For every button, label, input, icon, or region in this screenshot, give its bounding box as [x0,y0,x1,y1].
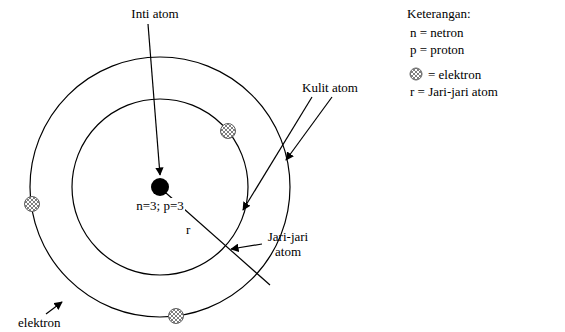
electron-symbol [221,124,236,139]
part-label: Kulit atom [302,80,358,95]
legend-entry: n = netron [410,25,464,40]
legend-heading: Keterangan: [407,6,471,21]
legend-entry: r = Jari-jari atom [410,84,498,99]
leader-arrow [231,244,262,249]
legend-entry: = elektron [428,67,481,82]
leader-arrow [286,97,332,160]
part-label: Jari-jari atom [258,229,318,259]
leader-arrow [46,302,62,314]
inner-shell [72,99,248,275]
nucleus-count: n=3; p=3 [135,198,185,213]
electron-symbol [169,309,184,324]
outer-shell [30,57,290,317]
legend-electron-symbol [410,68,422,80]
symbol-label: r [186,222,190,237]
leader-arrow [148,24,160,175]
electron-symbol [25,197,40,212]
part-label: elektron [18,315,61,330]
part-label: Inti atom [131,6,178,21]
leader-arrow [243,97,312,210]
legend-entry: p = proton [410,42,464,57]
